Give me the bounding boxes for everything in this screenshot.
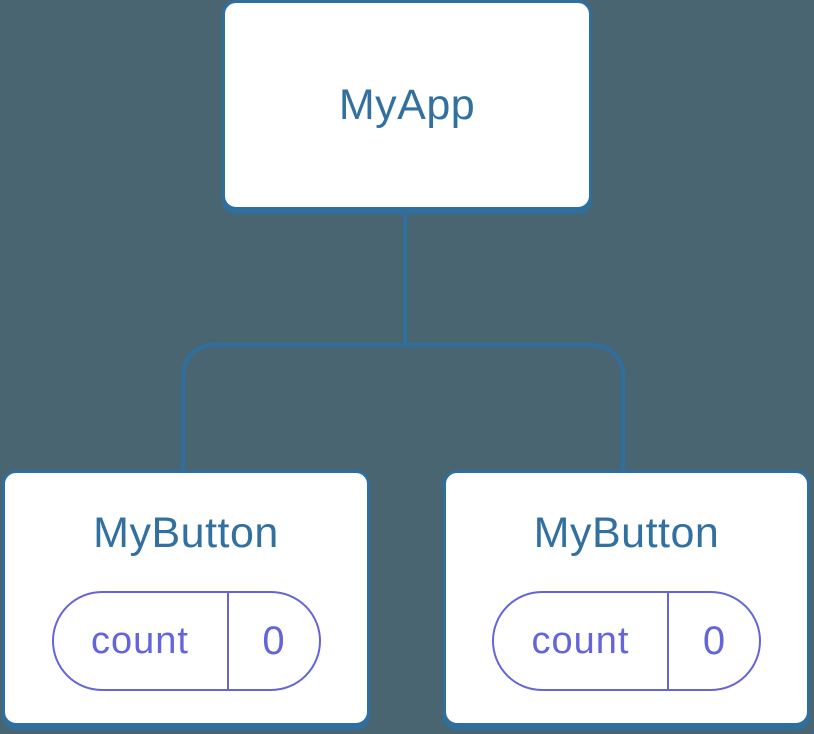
state-pill: count 0 [492,591,761,691]
connector-branch [181,343,625,470]
state-pill: count 0 [51,591,321,691]
connector-stem [403,210,407,343]
button-node-right: MyButton count 0 [443,470,810,726]
state-value: 0 [667,593,759,689]
state-value: 0 [226,593,319,689]
app-node: MyApp [222,0,592,210]
button-node-left: MyButton count 0 [2,470,370,726]
app-node-title: MyApp [338,81,476,129]
button-node-title: MyButton [93,509,279,557]
button-node-title: MyButton [533,509,720,557]
state-key-label: count [531,619,630,662]
state-key-label: count [91,619,189,662]
